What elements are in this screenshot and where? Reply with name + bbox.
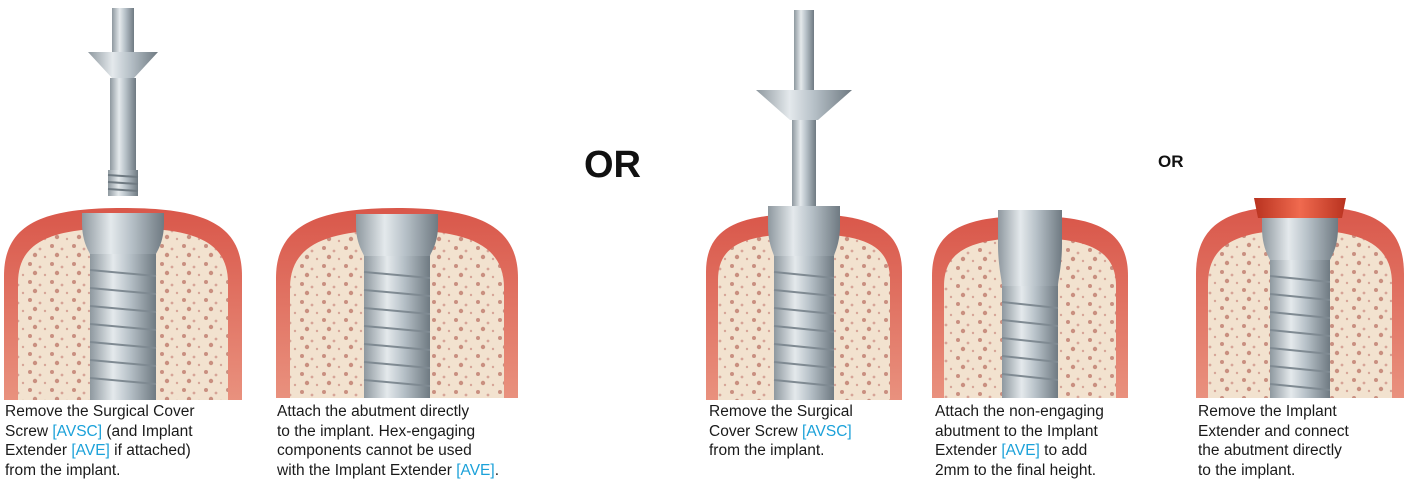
step1-illustration	[4, 8, 242, 400]
product-code: [AVE]	[456, 462, 494, 479]
caption-line: Cover Screw [AVSC]	[709, 422, 853, 442]
caption-line: Screw [AVSC] (and Implant	[5, 422, 195, 442]
step5-caption: Remove the Implant Extender and connect …	[1198, 402, 1349, 480]
or-separator-large: OR	[584, 144, 641, 187]
caption-line: components cannot be used	[277, 441, 499, 461]
product-code: [AVSC]	[802, 423, 852, 440]
caption-line: with the Implant Extender [AVE].	[277, 461, 499, 481]
caption-line: from the implant.	[709, 441, 853, 461]
product-code: [AVE]	[1001, 442, 1039, 459]
caption-line: to the implant. Hex-engaging	[277, 422, 499, 442]
step3-illustration	[706, 10, 902, 400]
caption-line: the abutment directly	[1198, 441, 1349, 461]
abutment-cap	[1254, 198, 1346, 218]
product-code: [AVSC]	[52, 423, 102, 440]
caption-line: Attach the abutment directly	[277, 402, 499, 422]
caption-line: to the implant.	[1198, 461, 1349, 481]
caption-line: Attach the non-engaging	[935, 402, 1104, 422]
step2-illustration	[276, 208, 518, 398]
step2-caption: Attach the abutment directly to the impl…	[277, 402, 499, 480]
step1-caption: Remove the Surgical Cover Screw [AVSC] (…	[5, 402, 195, 480]
caption-line: from the implant.	[5, 461, 195, 481]
caption-line: 2mm to the final height.	[935, 461, 1104, 481]
or-separator-small: OR	[1158, 152, 1184, 172]
caption-line: abutment to the Implant	[935, 422, 1104, 442]
step4-caption: Attach the non-engaging abutment to the …	[935, 402, 1104, 480]
caption-line: Extender [AVE] to add	[935, 441, 1104, 461]
caption-line: Remove the Implant	[1198, 402, 1349, 422]
caption-line: Extender and connect	[1198, 422, 1349, 442]
step5-illustration	[1196, 196, 1404, 398]
caption-line: Remove the Surgical	[709, 402, 853, 422]
caption-line: Remove the Surgical Cover	[5, 402, 195, 422]
step4-illustration	[932, 210, 1128, 398]
caption-line: Extender [AVE] if attached)	[5, 441, 195, 461]
product-code: [AVE]	[71, 442, 109, 459]
step3-caption: Remove the Surgical Cover Screw [AVSC] f…	[709, 402, 853, 461]
